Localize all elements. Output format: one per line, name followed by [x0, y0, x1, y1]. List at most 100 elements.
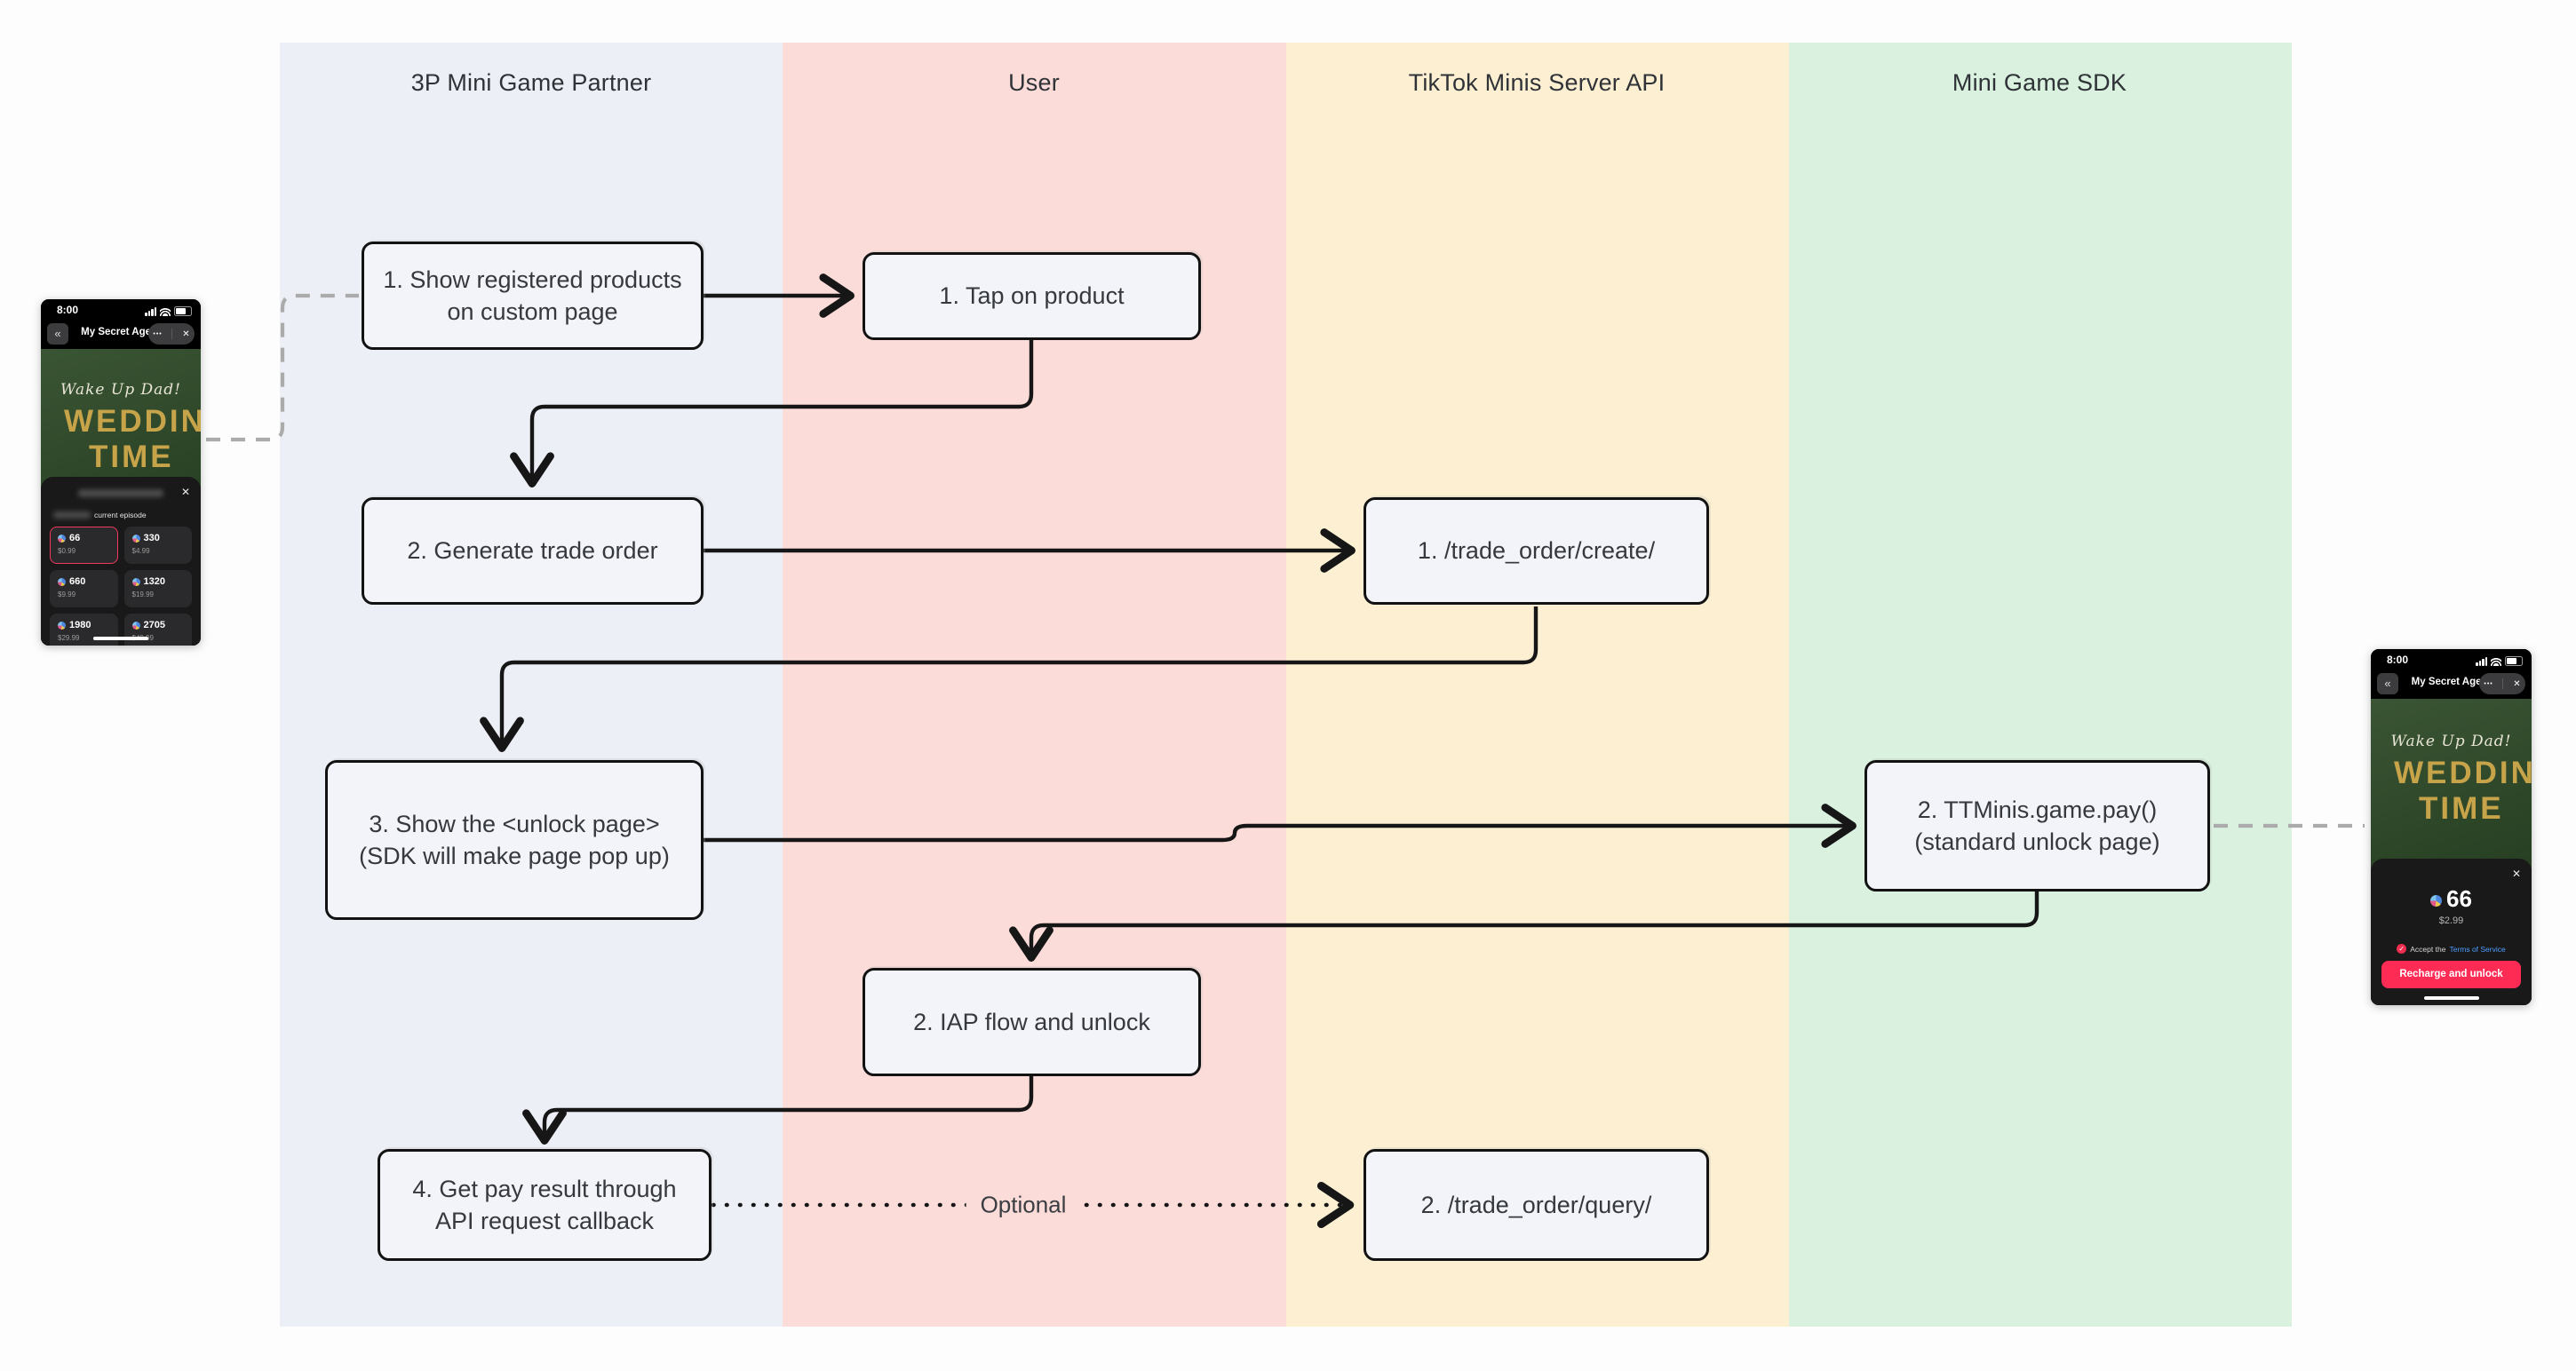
dashed-left-phone-link: [206, 293, 359, 442]
cover-title-line2: TIME: [89, 440, 174, 474]
package-amount: 2705: [143, 620, 165, 630]
coin-icon: [58, 534, 66, 543]
package-price: $19.99: [131, 590, 154, 598]
phone-screenshot-product-page: 8:00 « My Secret Agent ••• ✕ Wake Up Dad…: [41, 299, 201, 646]
coin-amount: 66: [2446, 885, 2472, 912]
battery-icon: [2505, 656, 2523, 666]
arrow-pay-to-iap: [1009, 892, 2039, 962]
lane-header-3p-partner: 3P Mini Game Partner: [410, 69, 652, 96]
node-show-registered-products: 1. Show registered products on custom pa…: [362, 242, 704, 350]
lane-header-server-api: TikTok Minis Server API: [1408, 69, 1666, 96]
back-icon: «: [2377, 673, 2398, 694]
cover-script-text: Wake Up Dad!: [2390, 733, 2512, 750]
package-price: $4.99: [131, 547, 150, 555]
close-icon: ✕: [2513, 678, 2521, 689]
arrow-iap-to-result: [522, 1076, 1034, 1145]
package-tile: 330 $4.99: [123, 527, 192, 564]
package-tile: 1980 $29.99: [50, 614, 118, 646]
package-tile: 1320 $19.99: [123, 570, 192, 607]
close-icon: ✕: [182, 329, 190, 339]
status-bar: 8:00: [2371, 649, 2532, 671]
package-tile: 2705 $49.99: [123, 614, 192, 646]
more-icon: •••: [153, 330, 163, 337]
battery-icon: [174, 306, 192, 316]
signal-icon: [2476, 657, 2487, 666]
node-trade-order-query: 2. /trade_order/query/: [1364, 1149, 1709, 1261]
more-icon: •••: [2484, 680, 2493, 687]
package-amount: 66: [69, 533, 81, 543]
terms-of-service-link: Terms of Service: [2449, 944, 2506, 954]
coin-icon: [131, 577, 140, 586]
pill-divider: [171, 329, 173, 339]
arrow-tap-to-generate: [510, 340, 1034, 487]
node-iap-flow-unlock: 2. IAP flow and unlock: [863, 968, 1201, 1076]
game-cover-art: Wake Up Dad! WEDDING TIME ✕ 66 $2.99 ✓ A…: [2371, 699, 2532, 1005]
cover-title-line1: WEDDING: [64, 404, 201, 439]
sheet-note: current episode: [94, 511, 147, 519]
coin-icon: [2430, 895, 2443, 907]
sheet-close-icon: ✕: [180, 486, 190, 498]
nav-bar: « My Secret Agent ••• ✕: [41, 321, 201, 349]
lane-tiktok-minis-server: [1285, 43, 1789, 1327]
more-close-pill: ••• ✕: [2479, 673, 2525, 694]
game-cover-art: Wake Up Dad! WEDDING TIME ✕ current epis…: [41, 349, 201, 646]
node-ttminis-game-pay: 2. TTMinis.game.pay() (standard unlock p…: [1864, 760, 2210, 892]
node-generate-trade-order: 2. Generate trade order: [362, 497, 704, 605]
package-grid: 66 $0.99 330 $4.99 660 $9.99 1320 $19.99: [50, 527, 192, 646]
coin-icon: [58, 577, 66, 586]
accept-text: Accept the: [2410, 944, 2446, 954]
wifi-icon: [160, 308, 171, 316]
coin-icon: [131, 621, 140, 630]
package-tile-selected: 66 $0.99: [50, 527, 118, 564]
coin-amount-row: 66: [2371, 885, 2532, 913]
status-icons: [145, 306, 192, 316]
package-amount: 1320: [143, 576, 165, 587]
arrow-unlock-to-pay: [704, 804, 1856, 848]
cover-title-line2: TIME: [2419, 791, 2504, 826]
coin-icon: [131, 534, 140, 543]
package-price: $9.99: [58, 590, 76, 598]
sheet-title-redacted: [78, 489, 163, 497]
mini-app-title: My Secret Agent: [2411, 677, 2492, 687]
back-icon: «: [47, 323, 68, 345]
cover-script-text: Wake Up Dad!: [60, 381, 181, 399]
sheet-note-redacted: [53, 511, 91, 519]
accept-terms-row: ✓ Accept the Terms of Service: [2371, 944, 2532, 954]
node-trade-order-create: 1. /trade_order/create/: [1364, 497, 1709, 605]
package-price: $0.99: [58, 547, 76, 555]
mini-app-title: My Secret Agent: [81, 327, 161, 337]
lane-header-sdk: Mini Game SDK: [1952, 69, 2127, 96]
status-bar: 8:00: [41, 299, 201, 321]
home-indicator: [93, 636, 148, 640]
unlock-sheet: ✕ 66 $2.99 ✓ Accept the Terms of Service…: [2371, 859, 2532, 1005]
pill-divider: [2502, 678, 2504, 689]
arrow-create-to-unlock: [480, 606, 1538, 752]
package-tile: 660 $9.99: [50, 570, 118, 607]
node-tap-on-product: 1. Tap on product: [863, 252, 1201, 340]
package-amount: 1980: [69, 620, 91, 630]
signal-icon: [145, 307, 156, 316]
phone-screenshot-unlock-page: 8:00 « My Secret Agent ••• ✕ Wake Up Dad…: [2371, 649, 2532, 1005]
sheet-close-icon: ✕: [2511, 868, 2521, 880]
checkbox-checked-icon: ✓: [2397, 944, 2407, 954]
package-price: $29.99: [58, 634, 80, 642]
status-icons: [2476, 656, 2523, 666]
wifi-icon: [2491, 658, 2501, 666]
optional-label: Optional: [966, 1189, 1081, 1221]
status-time: 8:00: [2387, 654, 2409, 666]
lane-header-user: User: [1008, 69, 1060, 96]
cover-title-line1: WEDDING: [2394, 756, 2532, 790]
price-label: $2.99: [2438, 915, 2464, 926]
lane-mini-game-sdk: [1788, 43, 2292, 1327]
package-amount: 330: [143, 533, 160, 543]
status-time: 8:00: [57, 304, 79, 316]
nav-bar: « My Secret Agent ••• ✕: [2371, 671, 2532, 699]
node-get-pay-result: 4. Get pay result through API request ca…: [378, 1149, 712, 1261]
recharge-unlock-button: Recharge and unlock: [2381, 961, 2521, 988]
package-amount: 660: [69, 576, 86, 587]
home-indicator: [2423, 995, 2479, 1000]
more-close-pill: ••• ✕: [148, 323, 195, 345]
node-show-unlock-page: 3. Show the <unlock page> (SDK will make…: [325, 760, 704, 920]
